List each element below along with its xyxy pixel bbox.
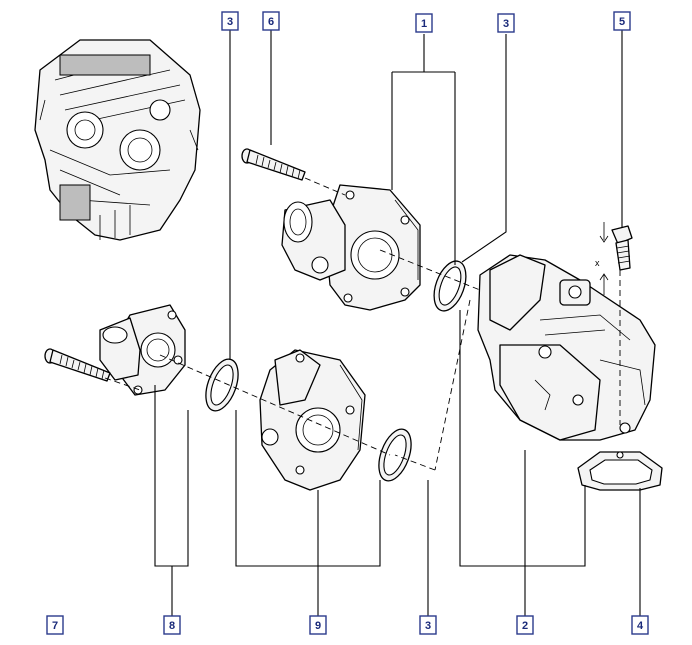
dimension-x-label: x — [595, 258, 600, 268]
callout-2: 2 — [516, 615, 534, 635]
svg-text:8: 8 — [169, 620, 175, 632]
callout-7: 7 — [46, 615, 64, 635]
callout-6: 6 — [262, 11, 280, 31]
svg-text:7: 7 — [52, 620, 58, 632]
intake-manifold-2 — [477, 254, 656, 441]
svg-text:3: 3 — [425, 620, 431, 632]
svg-text:3: 3 — [227, 16, 233, 28]
throttle-body-9 — [259, 349, 366, 491]
bolt-7 — [44, 348, 111, 382]
callout-3-top-left: 3 — [221, 11, 239, 31]
bolt-6 — [241, 148, 306, 181]
callout-8: 8 — [163, 615, 181, 635]
seal-ring-upper — [433, 260, 467, 312]
seal-ring-left — [205, 358, 239, 412]
callout-3-top-right: 3 — [497, 13, 515, 33]
callout-4: 4 — [631, 615, 649, 635]
svg-text:9: 9 — [315, 620, 321, 632]
svg-text:6: 6 — [268, 16, 274, 28]
leader-lines — [154, 30, 641, 618]
svg-text:2: 2 — [522, 620, 528, 632]
svg-text:1: 1 — [421, 18, 427, 30]
assembly-axis-lines — [104, 177, 621, 471]
engine-overview-illustration — [34, 39, 201, 241]
svg-text:3: 3 — [503, 18, 509, 30]
throttle-housing-8 — [99, 304, 186, 396]
gasket-4 — [577, 451, 663, 491]
callout-9: 9 — [309, 615, 327, 635]
bolt-5: x — [595, 222, 633, 295]
svg-text:4: 4 — [637, 620, 644, 632]
callout-3-bottom: 3 — [419, 615, 437, 635]
callout-1: 1 — [415, 13, 433, 33]
throttle-body-1 — [281, 184, 421, 311]
svg-text:5: 5 — [619, 16, 625, 28]
callout-5: 5 — [613, 11, 631, 31]
